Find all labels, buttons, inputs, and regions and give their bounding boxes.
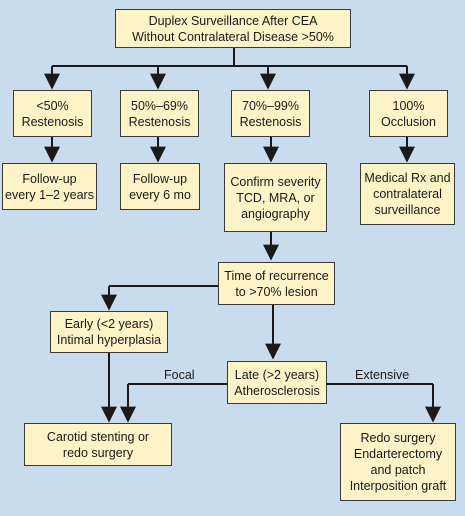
restenosis-lt50-node: <50%Restenosis [13,90,92,137]
node-text-line: angiography [241,206,310,221]
node-text-line: Without Contralateral Disease >50% [132,29,334,44]
node-text-line: Endarterectomy [353,447,443,461]
node-text-line: Medical Rx and [364,171,451,185]
node-text-line: redo surgery [62,445,134,460]
node-text-line: Duplex Surveillance After CEA [148,13,318,28]
node-text-line: 70%–99% [242,98,299,113]
node-text-line: Carotid stenting or [46,429,150,444]
node-text-line: TCD, MRA, or [236,190,315,205]
node-text-line: Restenosis [21,114,84,129]
node-text-line: every 1–2 years [5,187,94,202]
node-text-line: to >70% lesion [235,284,318,299]
node-text-line: Redo surgery [360,431,436,445]
early-intimal-hyperplasia-node: Early (<2 years) Intimal hyperplasia [50,311,168,353]
focal-label: Focal [164,368,195,382]
node-text-line: 50%–69% [131,98,188,113]
node-text-line: Early (<2 years) [64,317,154,331]
node-text-line: Atherosclerosis [234,383,320,398]
node-text-line: Occlusion [381,114,436,129]
node-text-line: every 6 mo [129,187,191,202]
occlusion-node: 100%Occlusion [369,90,448,137]
node-text-line: Restenosis [239,114,302,129]
node-text-line: <50% [36,98,69,113]
medical-rx-node: Medical Rx and contralateral surveillance [360,163,455,225]
restenosis-50-69-node: 50%–69%Restenosis [120,90,199,137]
node-text-line: Intimal hyperplasia [56,333,162,347]
node-text-line: Follow-up [22,171,77,186]
node-text-line: and patch [370,463,426,477]
node-text-line: Restenosis [128,114,191,129]
node-text-line: contralateral [373,187,442,201]
node-text-line: Time of recurrence [224,268,329,283]
node-text-line: 100% [392,98,425,113]
late-atherosclerosis-node: Late (>2 years)Atherosclerosis [227,361,327,404]
node-text-line: Confirm severity [230,174,321,189]
extensive-label: Extensive [355,368,410,382]
restenosis-70-99-node: 70%–99%Restenosis [231,90,310,137]
node-text-line: surveillance [374,203,441,217]
node-text-line: Interposition graft [349,479,447,493]
node-text-line: Follow-up [132,171,188,186]
node-text-line: Late (>2 years) [234,367,320,382]
